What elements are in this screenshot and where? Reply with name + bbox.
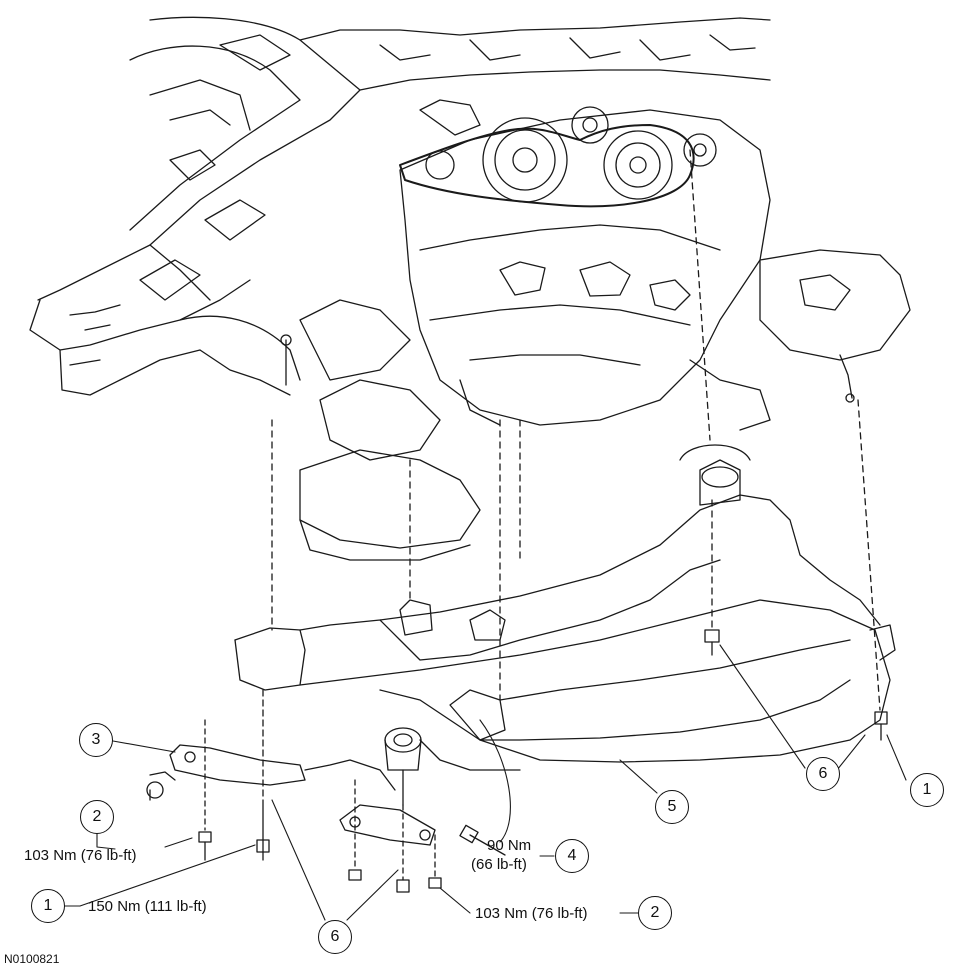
callout-6-bottom: 6 bbox=[318, 920, 352, 954]
engine-assembly bbox=[280, 106, 911, 431]
callout-6-right: 6 bbox=[806, 757, 840, 791]
callout-4: 4 bbox=[555, 839, 589, 873]
torque-label-150: 150 Nm (111 lb-ft) bbox=[88, 898, 207, 915]
callout-3: 3 bbox=[79, 723, 113, 757]
body-frame-structure bbox=[29, 16, 771, 561]
callout-2-bottom: 2 bbox=[638, 896, 672, 930]
lower-brackets bbox=[146, 149, 888, 893]
figure-id: N0100821 bbox=[4, 952, 60, 966]
torque-label-103-bottom: 103 Nm (76 lb-ft) bbox=[475, 905, 588, 922]
callout-2-left: 2 bbox=[80, 800, 114, 834]
torque-label-90-nm: 90 Nm bbox=[487, 837, 532, 854]
callout-leaders bbox=[61, 644, 907, 921]
callout-5: 5 bbox=[655, 790, 689, 824]
callout-1-right: 1 bbox=[910, 773, 944, 807]
torque-label-103-left: 103 Nm (76 lb-ft) bbox=[24, 847, 137, 864]
front-subframe bbox=[234, 444, 896, 771]
torque-label-90-lbft: (66 lb-ft) bbox=[471, 856, 527, 873]
callout-1-left: 1 bbox=[31, 889, 65, 923]
